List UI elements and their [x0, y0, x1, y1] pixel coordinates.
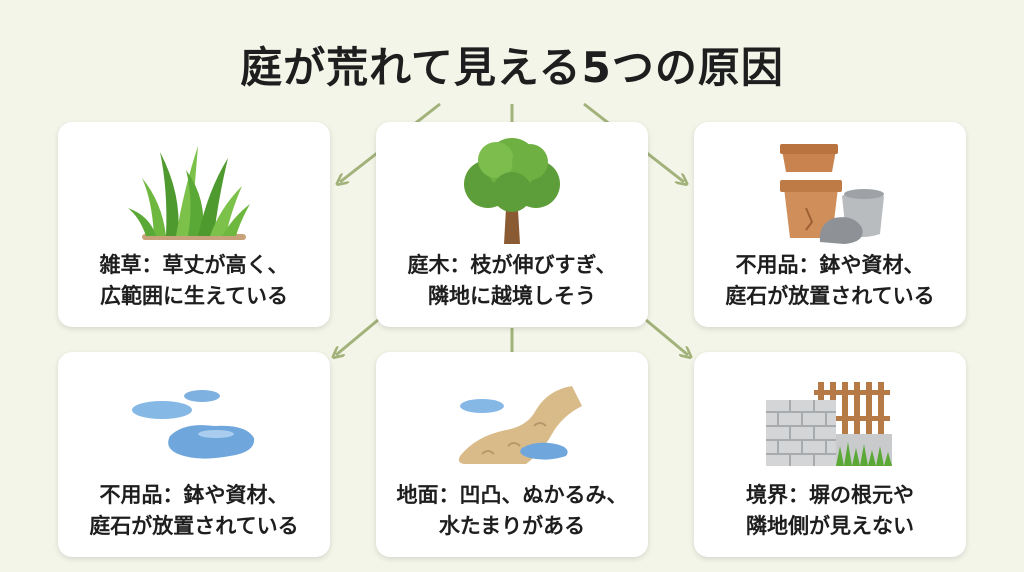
card-boundary: 境界：塀の根元や 隣地側が見えない: [694, 352, 966, 557]
arrow-to-puddles: [336, 318, 379, 355]
grass-icon: [128, 146, 250, 240]
card-weeds: 雑草：草丈が高く、 広範囲に生えている: [58, 122, 330, 327]
card-trees: 庭木：枝が伸びすぎ、 隣地に越境しそう: [376, 122, 648, 327]
puddles-icon: [132, 390, 255, 459]
page-title: 庭が荒れて見える5つの原因: [240, 43, 784, 92]
card-puddles-label: 不用品：鉢や資材、 庭石が放置されている: [89, 483, 299, 538]
card-boundary-label: 境界：塀の根元や 隣地側が見えない: [746, 483, 914, 538]
card-trees-label: 庭木：枝が伸びすぎ、 隣地に越境しそう: [407, 253, 617, 308]
card-puddles: 不用品：鉢や資材、 庭石が放置されている: [58, 352, 330, 557]
card-ground-label: 地面：凹凸、ぬかるみ、 水たまりがある: [396, 483, 628, 538]
card-unused-items: 不用品：鉢や資材、 庭石が放置されている: [694, 122, 966, 327]
arrow-to-boundary: [645, 318, 688, 355]
fence-wall-icon: [766, 382, 892, 466]
card-weeds-label: 雑草：草丈が高く、 広範囲に生えている: [99, 253, 289, 308]
card-unused-items-label: 不用品：鉢や資材、 庭石が放置されている: [725, 253, 935, 308]
card-ground: 地面：凹凸、ぬかるみ、 水たまりがある: [376, 352, 648, 557]
muddy-path-icon: [458, 386, 582, 464]
pots-and-stones-icon: [780, 144, 884, 244]
tree-icon: [464, 138, 560, 244]
